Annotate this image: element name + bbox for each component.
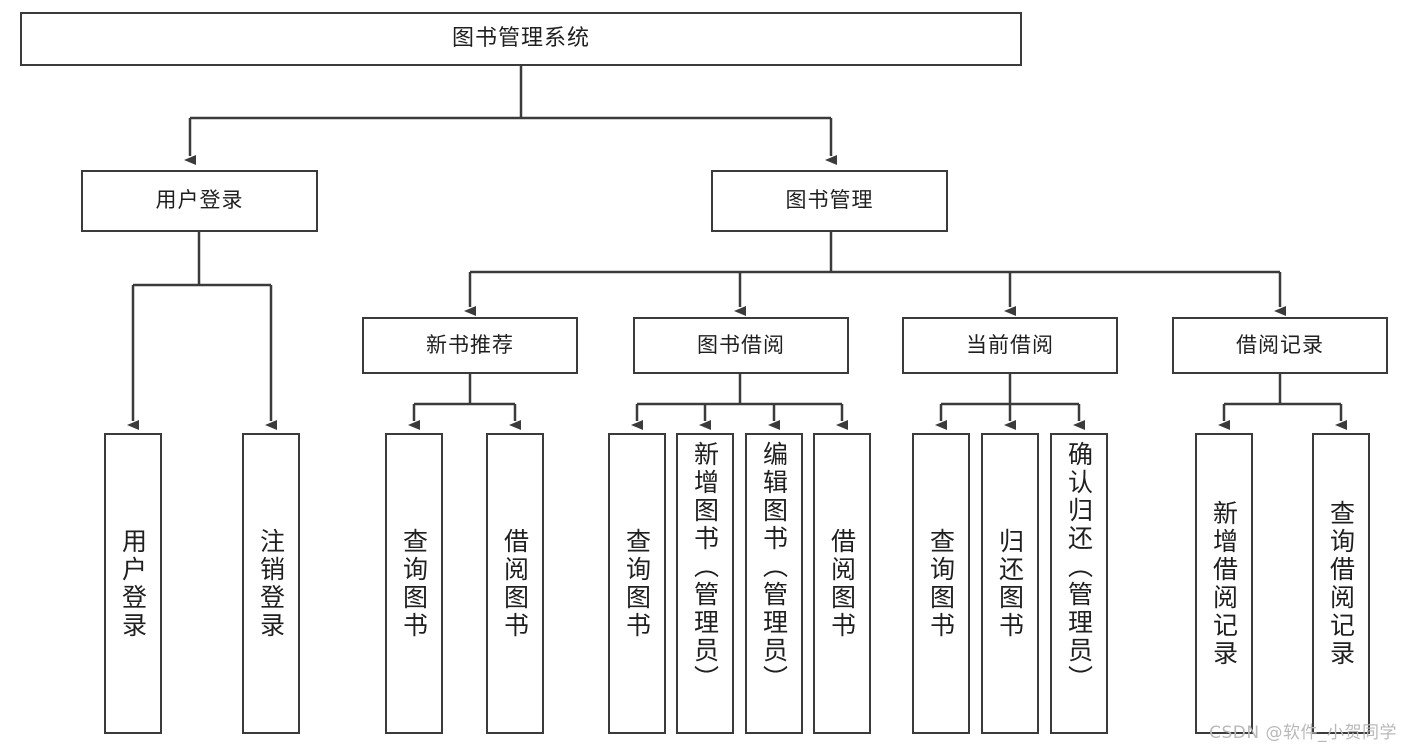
leaf-user-login-login[interactable]: 用户登录	[104, 433, 162, 734]
leaf-current-borrow-return-book[interactable]: 归还图书	[981, 433, 1039, 734]
node-label: 编辑图书（管理员）	[759, 441, 789, 693]
leaf-book-borrow-query-book[interactable]: 查询图书	[608, 433, 666, 734]
node-label: 新书推荐	[426, 332, 514, 357]
node-current-borrow[interactable]: 当前借阅	[902, 317, 1118, 374]
node-label: 注销登录	[256, 527, 286, 640]
node-label: 查询图书	[622, 527, 652, 640]
node-label: 当前借阅	[966, 332, 1054, 357]
leaf-borrow-records-add-record[interactable]: 新增借阅记录	[1195, 433, 1253, 734]
node-label: 用户登录	[118, 527, 148, 640]
node-label: 借阅图书	[500, 527, 530, 640]
leaf-borrow-records-query-record[interactable]: 查询借阅记录	[1312, 433, 1370, 734]
node-label: 用户登录	[155, 188, 244, 213]
node-label: 借阅记录	[1236, 332, 1324, 357]
node-label: 图书管理	[785, 188, 874, 213]
watermark: CSDN @软件_小贺同学	[1209, 723, 1397, 743]
node-book-borrow[interactable]: 图书借阅	[633, 317, 849, 374]
leaf-book-borrow-borrow-book[interactable]: 借阅图书	[813, 433, 871, 734]
leaf-new-book-borrow-book[interactable]: 借阅图书	[486, 433, 544, 734]
leaf-book-borrow-edit-book-admin[interactable]: 编辑图书（管理员）	[745, 433, 803, 734]
node-label: 图书借阅	[697, 332, 785, 357]
node-label: 查询图书	[399, 527, 429, 640]
node-label: 归还图书	[995, 527, 1025, 640]
node-label: 新增图书（管理员）	[690, 441, 720, 693]
node-borrow-records[interactable]: 借阅记录	[1172, 317, 1388, 374]
leaf-current-borrow-confirm-return-admin[interactable]: 确认归还（管理员）	[1050, 433, 1108, 734]
node-label: 查询借阅记录	[1326, 499, 1356, 668]
node-label: 图书管理系统	[451, 25, 590, 51]
leaf-current-borrow-query-book[interactable]: 查询图书	[912, 433, 970, 734]
node-label: 新增借阅记录	[1209, 499, 1239, 668]
leaf-new-book-query-book[interactable]: 查询图书	[385, 433, 443, 734]
node-new-book-recommend[interactable]: 新书推荐	[362, 317, 578, 374]
node-user-login[interactable]: 用户登录	[81, 170, 318, 232]
node-label: 查询图书	[926, 527, 956, 640]
node-book-management[interactable]: 图书管理	[711, 170, 948, 232]
node-label: 借阅图书	[827, 527, 857, 640]
leaf-book-borrow-add-book-admin[interactable]: 新增图书（管理员）	[676, 433, 734, 734]
node-label: 确认归还（管理员）	[1064, 441, 1094, 693]
node-root-book-management-system[interactable]: 图书管理系统	[20, 12, 1022, 66]
leaf-user-login-logout[interactable]: 注销登录	[242, 433, 300, 734]
